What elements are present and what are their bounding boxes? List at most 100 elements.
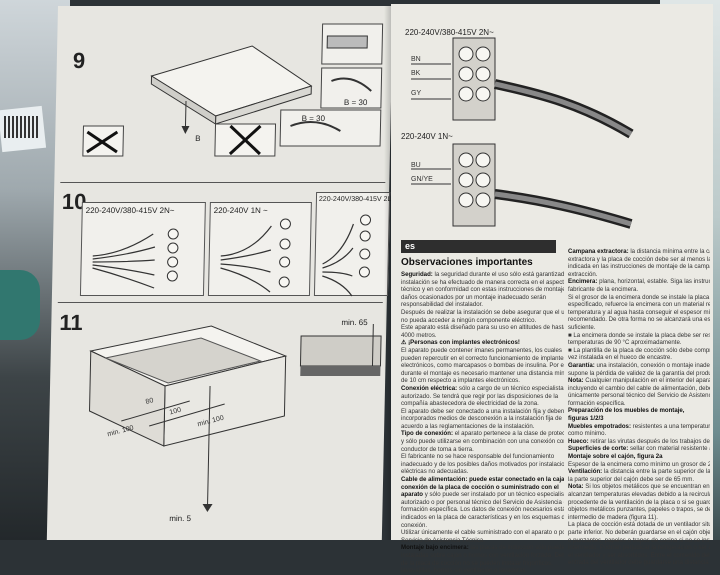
wire-tag-gy: GY bbox=[411, 90, 422, 97]
text-line: alcanzan temperaturas elevadas debido a … bbox=[568, 491, 710, 498]
text-line: Si el grosor de la encimera donde se ins… bbox=[568, 293, 710, 301]
text-line: inadecuado y de los posibles daños motiv… bbox=[401, 460, 564, 468]
text-line: conexión de la placa de cocción o sumini… bbox=[401, 483, 559, 491]
min-5-label: min. 5 bbox=[169, 514, 192, 523]
subheading: figuras 1/2/3 bbox=[568, 415, 604, 423]
teal-object bbox=[0, 270, 40, 340]
left-page: 9 B = 30 B = 30 B 10 220-2 bbox=[46, 6, 406, 540]
text-line: incluyendo el cambio del cable de alimen… bbox=[568, 384, 710, 392]
text-line: extracción. bbox=[568, 270, 598, 278]
text-line: Tipo de conexión: el aparato pertenece a… bbox=[401, 430, 564, 438]
text-line: extractora y la placa de cocción debe se… bbox=[568, 255, 710, 263]
subheading: Preparación de los muebles de montaje, bbox=[568, 407, 685, 415]
text-line: de 10 cm respecto a implantes electrónic… bbox=[401, 377, 520, 385]
wire-tag-bk: BK bbox=[411, 70, 421, 77]
text-line: instaladas sobre cajón o hornos con vent… bbox=[401, 551, 564, 559]
text-line: temperatura y al agua hasta conseguir el… bbox=[568, 308, 710, 316]
language-tag: es bbox=[405, 241, 416, 251]
wiring-drawings bbox=[92, 214, 372, 297]
text-line: instalación se ha efectuado de manera co… bbox=[401, 278, 564, 286]
text-line: Campana extractora: la distancia mínima … bbox=[568, 248, 710, 255]
text-line: o punzantes, papeles o trapos de cocina … bbox=[568, 536, 710, 544]
text-line: formación específica. bbox=[568, 399, 626, 407]
text-line: indicada en las instrucciones de montaje… bbox=[568, 263, 710, 271]
text-line: Conexión eléctrica: sólo a cargo de un t… bbox=[401, 384, 564, 392]
text-column-1: Seguridad: la seguridad durante el uso s… bbox=[401, 271, 564, 575]
text-line: Cable de alimentación: puede estar conec… bbox=[401, 476, 564, 484]
text-line: únicamente personal técnico del Servicio… bbox=[568, 392, 710, 400]
text-line: Este aparato está diseñado para su uso e… bbox=[401, 324, 564, 332]
mid-diagram-voltage: 220-240V 1N~ bbox=[401, 132, 453, 141]
section-title: Observaciones importantes bbox=[401, 257, 533, 268]
text-line: no pueda acceder a ningún componente elé… bbox=[401, 316, 537, 324]
text-line: Muebles empotrados: resistentes a una te… bbox=[568, 422, 710, 430]
text-line: Montaje sobre el cajón, figura 2a bbox=[568, 453, 663, 461]
text-line: El aparato debe ser conectado a una inst… bbox=[401, 407, 564, 415]
text-line: objetos metálicos punzantes, papeles o t… bbox=[568, 506, 710, 514]
subheading: ⚠ ¡Personas con implantes electrónicos! bbox=[401, 339, 520, 347]
wire-tag-bu: BU bbox=[411, 162, 421, 169]
text-line: indicados en la placa de características… bbox=[401, 514, 564, 521]
text-line: Espesor de la encimera como mínimo un gr… bbox=[568, 460, 710, 468]
text-line: conexión. bbox=[401, 521, 428, 529]
text-line: incorporados medios de desconexión a la … bbox=[401, 415, 562, 423]
text-line: autorizado. Se tendrá que regir por las … bbox=[401, 392, 559, 400]
text-line: el ventilador y ser absorbidos. Entre el… bbox=[568, 551, 710, 559]
text-line: conductor de toma a tierra. bbox=[401, 445, 474, 453]
text-line: acuerdo a las reglamentaciones de la ins… bbox=[401, 422, 535, 430]
text-line: técnico y en conformidad con estas instr… bbox=[401, 286, 564, 294]
text-line: Nota: Si los objetos metálicos que se en… bbox=[568, 483, 710, 491]
text-line: ■ La encimera donde se instale la placa … bbox=[568, 331, 710, 339]
top-diagram-voltage: 220-240V/380-415V 2N~ bbox=[405, 28, 494, 37]
text-line: Superficies de corte: sellar con materia… bbox=[568, 445, 710, 453]
text-line: parte inferior. No deberán guardarse en … bbox=[568, 528, 710, 536]
wire-tag-gnye: GN/YE bbox=[411, 176, 433, 183]
text-line: como mínimo. bbox=[568, 430, 607, 438]
text-line: vez instalada en el hueco de encastre. bbox=[568, 354, 673, 362]
text-line: Montaje bajo encimera: las placas de ind… bbox=[401, 544, 564, 552]
text-line: La placa de cocción está dotada de un ve… bbox=[568, 521, 710, 529]
text-line: procedente de la ventilación de la placa… bbox=[568, 498, 710, 506]
text-line: entrada del ventilador debe guardarse un… bbox=[568, 559, 710, 567]
text-line: Servicio de Asistencia Técnica. bbox=[401, 536, 485, 544]
text-line: supone la pérdida de validez de la garan… bbox=[568, 369, 710, 377]
text-line: durante el montaje es necesario mantener… bbox=[401, 369, 564, 377]
text-line: Hueco: retirar las virutas después de lo… bbox=[568, 437, 710, 445]
text-line: compañía abastecedora de electricidad de… bbox=[401, 400, 539, 408]
text-line: Nota: Cualquier manipulación en el inter… bbox=[568, 377, 710, 385]
text-line: suficiente. bbox=[568, 323, 596, 331]
text-line: la parte superior del cajón debe ser de … bbox=[568, 475, 695, 483]
text-line: lavavajillas, hornos sin ventilación o l… bbox=[401, 567, 528, 575]
text-line: fabricante de la encimera. bbox=[568, 285, 639, 293]
wire-tag-bn: BN bbox=[411, 56, 421, 63]
text-line: Garantía: una instalación, conexión o mo… bbox=[568, 361, 710, 369]
min-65-label: min. 65 bbox=[341, 318, 368, 327]
text-column-2: Campana extractora: la distancia mínima … bbox=[568, 248, 710, 567]
text-line: formación específica. Los datos de conex… bbox=[401, 506, 564, 514]
text-line: daños ocasionados por un montaje inadecu… bbox=[401, 293, 547, 301]
text-line: electrónicos, como marcapasos o bombas d… bbox=[401, 362, 564, 370]
text-line: Utilizar únicamente el cable suministrad… bbox=[401, 529, 564, 537]
language-bar bbox=[401, 240, 556, 253]
connection-diagrams bbox=[411, 37, 634, 229]
text-line: Seguridad: la seguridad durante el uso s… bbox=[401, 271, 564, 278]
text-line: recomendado. De otra forma no se alcanza… bbox=[568, 316, 710, 324]
text-line: pueden repercutir en el correcto funcion… bbox=[401, 354, 564, 362]
step-9-drawing bbox=[82, 23, 384, 157]
text-line: intermedio. Podrían perjudicar la refrig… bbox=[568, 544, 710, 552]
text-line: Ventilación: la distancia entre la parte… bbox=[568, 468, 710, 476]
text-line: y sólo puede utilizarse en combinación c… bbox=[401, 438, 564, 446]
right-page: 220-240V/380-415V 2N~ 220-240V 1N~ BN BK… bbox=[391, 4, 713, 574]
text-line: El aparato puede contener imanes permane… bbox=[401, 346, 562, 354]
text-line: eléctricas no adecuadas. bbox=[401, 468, 469, 476]
text-line: El fabricante no se hace responsable del… bbox=[401, 453, 555, 461]
open-manual: 9 B = 30 B = 30 B 10 220-2 bbox=[46, 4, 713, 574]
text-line: ■ La plantilla de la placa de cocción só… bbox=[568, 346, 710, 354]
text-line: Después de realizar la instalación se de… bbox=[401, 308, 564, 316]
text-line: temperaturas de 90 °C aproximadamente. bbox=[568, 339, 682, 347]
text-line: autorizado o por personal técnico del Se… bbox=[401, 498, 564, 506]
text-line: especificado, refuerce la encimera con u… bbox=[568, 301, 710, 309]
text-line: de la placa de cocción no se pueden inst… bbox=[401, 559, 553, 567]
text-line: 4000 metros. bbox=[401, 331, 437, 339]
text-line: Encimera: plana, horizontal, estable. Si… bbox=[568, 278, 710, 286]
